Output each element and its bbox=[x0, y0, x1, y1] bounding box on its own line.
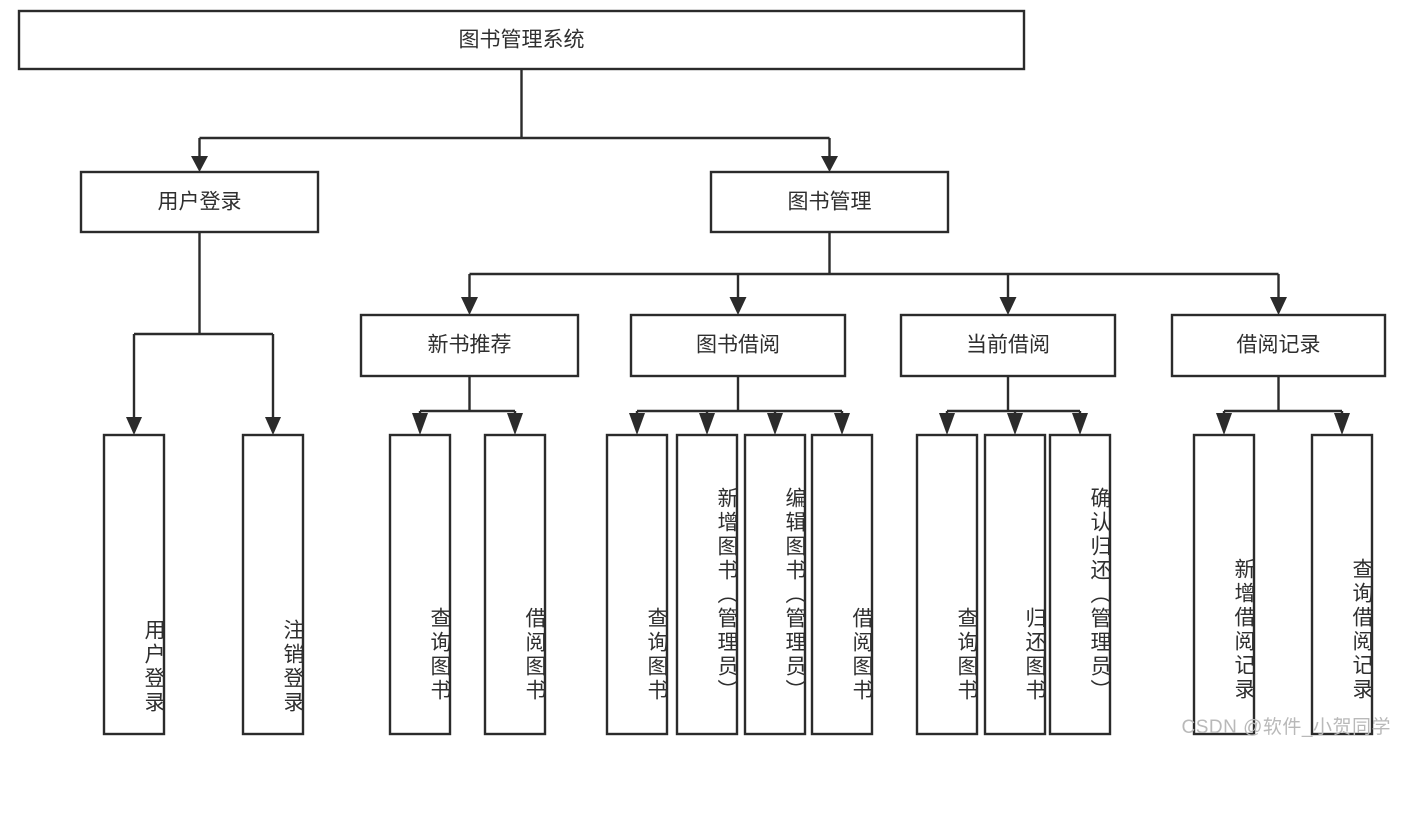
node-box-root[interactable] bbox=[17, 9, 1026, 71]
connector-group-user-login bbox=[126, 232, 281, 435]
diagram-canvas-container: 图书管理系统 用户登录 图书管理 新书推荐 图书借阅 当前借阅 借阅记录 用户登… bbox=[17, 9, 1391, 738]
arrow-head-book-borrow bbox=[729, 297, 747, 315]
node-box-leaf-query-book-3[interactable] bbox=[915, 433, 979, 736]
node-box-borrow-record[interactable] bbox=[1170, 313, 1387, 378]
node-box-leaf-return-book[interactable] bbox=[983, 433, 1047, 736]
connector-group-borrow-record bbox=[1216, 376, 1350, 435]
node-box-leaf-borrow-book-2[interactable] bbox=[810, 433, 874, 736]
arrow-head-leaf-query-book-2 bbox=[629, 413, 645, 435]
arrow-head-book-management bbox=[821, 156, 838, 172]
node-box-leaf-logout[interactable] bbox=[241, 433, 305, 736]
node-box-leaf-edit-book[interactable] bbox=[743, 433, 807, 736]
label-user-login: 用户登录 bbox=[158, 191, 242, 214]
node-box-leaf-add-record[interactable] bbox=[1192, 433, 1256, 736]
node-box-book-management[interactable] bbox=[709, 170, 950, 234]
node-boxes bbox=[17, 9, 1387, 736]
connector-group-root bbox=[191, 69, 838, 172]
arrow-head-current-borrow bbox=[999, 297, 1017, 315]
label-book-borrow: 图书借阅 bbox=[696, 334, 780, 357]
arrow-head-leaf-add-book bbox=[699, 413, 715, 435]
node-box-leaf-user-login[interactable] bbox=[102, 433, 166, 736]
node-box-leaf-confirm-return[interactable] bbox=[1048, 433, 1112, 736]
arrow-head-leaf-borrow-book-2 bbox=[834, 413, 850, 435]
arrow-head-leaf-logout bbox=[265, 417, 281, 435]
label-new-book-recommend: 新书推荐 bbox=[428, 334, 512, 357]
arrow-head-leaf-query-record bbox=[1334, 413, 1350, 435]
connector-group-new-book-recommend bbox=[412, 376, 523, 435]
tree-diagram: 图书管理系统 用户登录 图书管理 新书推荐 图书借阅 当前借阅 借阅记录 bbox=[17, 9, 1387, 736]
label-current-borrow: 当前借阅 bbox=[966, 334, 1050, 357]
node-box-new-book-recommend[interactable] bbox=[359, 313, 580, 378]
arrow-head-leaf-edit-book bbox=[767, 413, 783, 435]
arrow-head-leaf-confirm-return bbox=[1072, 413, 1088, 435]
connector-group-book-borrow bbox=[629, 376, 850, 435]
node-box-book-borrow[interactable] bbox=[629, 313, 847, 378]
arrow-head-new-book-recommend bbox=[461, 297, 478, 315]
node-box-user-login[interactable] bbox=[79, 170, 320, 234]
arrow-head-leaf-add-record bbox=[1216, 413, 1232, 435]
arrow-head-leaf-return-book bbox=[1007, 413, 1023, 435]
node-box-leaf-query-book-2[interactable] bbox=[605, 433, 669, 736]
arrow-head-borrow-record bbox=[1270, 297, 1287, 315]
node-box-leaf-query-book-1[interactable] bbox=[388, 433, 452, 736]
arrow-head-leaf-query-book-1 bbox=[412, 413, 428, 435]
arrow-head-user-login bbox=[191, 156, 208, 172]
arrow-head-leaf-query-book-3 bbox=[939, 413, 955, 435]
label-book-management: 图书管理 bbox=[788, 191, 872, 214]
label-borrow-record: 借阅记录 bbox=[1237, 334, 1321, 357]
node-box-leaf-query-record[interactable] bbox=[1310, 433, 1374, 736]
node-box-current-borrow[interactable] bbox=[899, 313, 1117, 378]
label-root: 图书管理系统 bbox=[459, 29, 585, 52]
node-box-leaf-borrow-book-1[interactable] bbox=[483, 433, 547, 736]
connector-group-current-borrow bbox=[939, 376, 1088, 435]
connector-group-book-management bbox=[461, 232, 1287, 315]
csdn-watermark: CSDN @软件_小贺同学 bbox=[1181, 717, 1391, 738]
arrow-head-leaf-borrow-book-1 bbox=[507, 413, 523, 435]
node-labels-horizontal: 图书管理系统 用户登录 图书管理 新书推荐 图书借阅 当前借阅 借阅记录 bbox=[158, 29, 1321, 357]
node-box-leaf-add-book[interactable] bbox=[675, 433, 739, 736]
arrow-head-leaf-user-login bbox=[126, 417, 142, 435]
